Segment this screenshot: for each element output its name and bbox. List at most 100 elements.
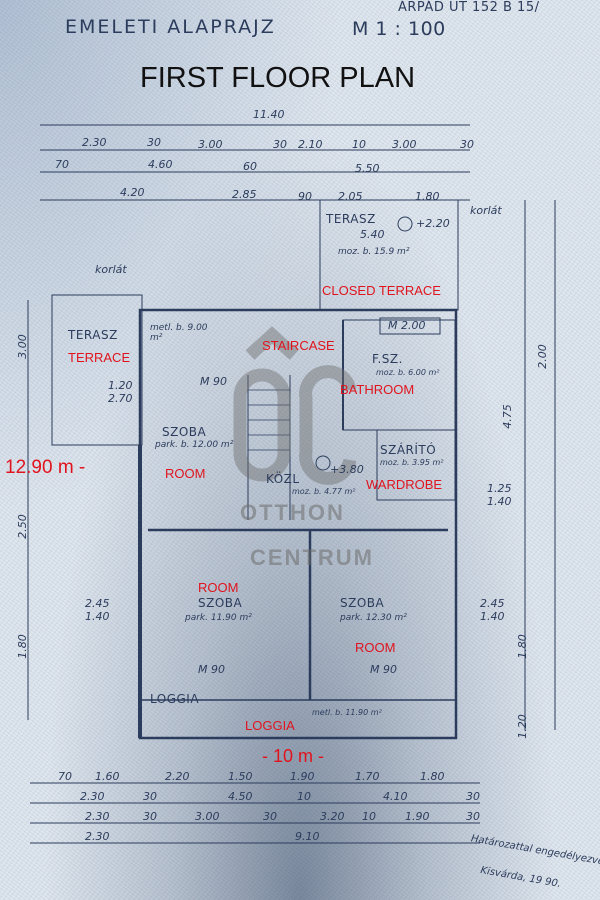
dim: 3.20: [320, 810, 345, 823]
dim: 4.60: [148, 158, 173, 171]
dim: 2.50: [15, 514, 29, 539]
room3-area: park. 12.30 m²: [340, 613, 407, 623]
dim: 4.20: [120, 186, 145, 199]
dim: 4.75: [500, 404, 514, 429]
dim: 90: [298, 190, 312, 203]
dim: 30: [466, 790, 480, 803]
hall-name: KÖZL: [266, 472, 300, 486]
closed-terrace-label: CLOSED TERRACE: [322, 283, 441, 298]
dim: 30: [273, 138, 287, 151]
dim: 1.40: [85, 610, 110, 623]
left-terrace-area: metl. b. 9.00 m²: [150, 323, 208, 343]
room3-translation: ROOM: [355, 640, 396, 655]
dim: 1.80: [15, 634, 29, 659]
dim: 30: [466, 810, 480, 823]
room2-name: SZOBA: [198, 596, 243, 610]
dim: 1.60: [95, 770, 120, 783]
dim: 2.30: [85, 830, 110, 843]
dim: 30: [460, 138, 474, 151]
dim: 30: [143, 810, 157, 823]
upper-terrace-level: +2.20: [416, 217, 450, 230]
dim: 9.10: [295, 830, 320, 843]
dim: 2.85: [232, 188, 257, 201]
dim: 1.80: [420, 770, 445, 783]
terrace-translation: TERRACE: [68, 350, 131, 365]
loggia-area: metl. b. 11.90 m²: [312, 708, 382, 717]
dim: 3.00: [198, 138, 223, 151]
window-label: M 90: [198, 663, 225, 676]
dim: 1.80: [415, 190, 440, 203]
dim: 30: [147, 136, 161, 149]
dim: 1.20: [515, 714, 529, 739]
wardrobe-name: SZÁRÍTÓ: [380, 443, 437, 457]
dim: 1.90: [290, 770, 315, 783]
dim: 2.30: [80, 790, 105, 803]
dim: 70: [58, 770, 72, 783]
hall-level: +3.80: [330, 463, 364, 476]
watermark-logo: [233, 326, 357, 485]
loggia-name: LOGGIA: [150, 692, 200, 706]
window-label: M 90: [370, 663, 397, 676]
room2-area: park. 11.90 m²: [185, 613, 252, 623]
dim: 1.20: [108, 379, 133, 392]
dim: 1.25: [487, 482, 512, 495]
window-label: M 90: [200, 375, 227, 388]
loggia-translation: LOGGIA: [245, 718, 295, 733]
bathroom-translation: BATHROOM: [340, 382, 415, 397]
dim: 4.10: [383, 790, 408, 803]
wardrobe-area: moz. b. 3.95 m²: [380, 458, 444, 467]
room2-translation: ROOM: [198, 580, 239, 595]
upper-terrace-name: TERASZ: [326, 212, 376, 226]
address-label: ÁRPÁD ÚT 152 B 15/: [398, 0, 540, 15]
dim: 2.10: [298, 138, 323, 151]
dim: 30: [143, 790, 157, 803]
dim-total: 11.40: [253, 108, 285, 121]
wardrobe-translation: WARDROBE: [366, 477, 443, 492]
dim: 10: [352, 138, 366, 151]
dim: 1.40: [487, 495, 512, 508]
upper-terrace-area: moz. b. 15.9 m²: [338, 247, 410, 257]
scale-label: M 1 : 100: [352, 18, 446, 40]
staircase-label: STAIRCASE: [262, 338, 335, 353]
bathroom-name: F.SZ.: [372, 352, 403, 366]
dim: 2.00: [535, 344, 549, 369]
left-terrace-name: TERASZ: [68, 328, 118, 342]
dim: 2.45: [85, 597, 110, 610]
dim: 2.70: [108, 392, 133, 405]
dim: 2.30: [82, 136, 107, 149]
bath-fixture: M 2.00: [388, 319, 426, 332]
dim: 3.00: [195, 810, 220, 823]
dim: 70: [55, 158, 69, 171]
dim: 5.40: [360, 228, 385, 241]
dim: 1.90: [405, 810, 430, 823]
dim: 30: [263, 810, 277, 823]
dim: 3.00: [15, 334, 29, 359]
dim: 10: [297, 790, 311, 803]
hall-area: moz. b. 4.77 m²: [292, 487, 356, 496]
room1-translation: ROOM: [165, 466, 206, 481]
room1-area: park. b. 12.00 m²: [155, 440, 234, 450]
height-measurement: 12.90 m -: [5, 457, 86, 478]
dim: 2.20: [165, 770, 190, 783]
dim: 2.30: [85, 810, 110, 823]
dim: 2.45: [480, 597, 505, 610]
dim: 2.05: [338, 190, 363, 203]
watermark-line2: CENTRUM: [250, 545, 374, 570]
room3-name: SZOBA: [340, 596, 385, 610]
page-title: FIRST FLOOR PLAN: [140, 62, 416, 94]
dim: 1.50: [228, 770, 253, 783]
watermark-line1: OTTHON: [240, 500, 345, 525]
rail-label: korlát: [95, 263, 127, 276]
dim: 60: [243, 160, 257, 173]
dim: 10: [362, 810, 376, 823]
room1-name: SZOBA: [162, 425, 207, 439]
dim: 4.50: [228, 790, 253, 803]
dim: 1.70: [355, 770, 380, 783]
title-hungarian: EMELETI ALAPRAJZ: [65, 16, 276, 38]
dim: 3.00: [392, 138, 417, 151]
dim: 1.80: [515, 634, 529, 659]
width-measurement: - 10 m -: [262, 746, 325, 766]
dim: 1.40: [480, 610, 505, 623]
rail-label: korlát: [470, 204, 502, 217]
